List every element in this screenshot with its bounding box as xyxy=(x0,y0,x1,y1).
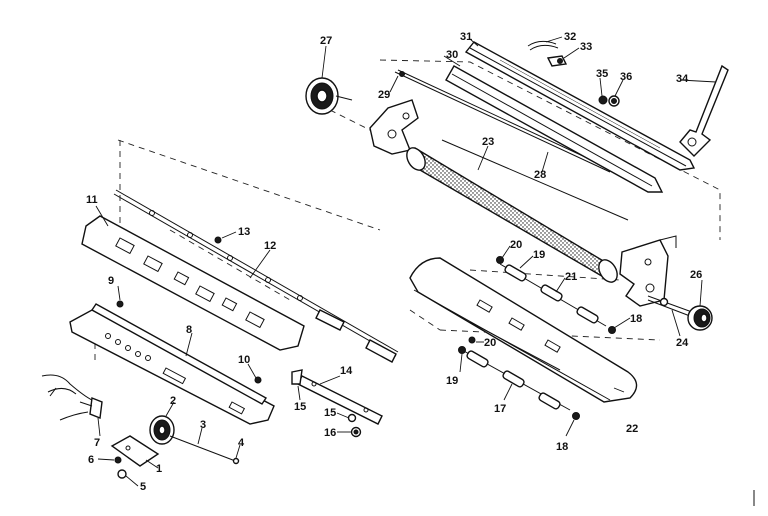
label-part-24: 24 xyxy=(676,337,689,349)
label-part-8: 8 xyxy=(186,324,192,336)
part-34-lever xyxy=(679,64,729,157)
label-part-13: 13 xyxy=(238,226,250,238)
label-part-3: 3 xyxy=(200,419,206,431)
part-30-lower-guide-rail xyxy=(445,65,664,193)
label-part-35: 35 xyxy=(596,68,608,80)
part-19-screw-lower xyxy=(458,346,466,354)
left-end-bracket xyxy=(369,99,419,155)
part-20-screw-upper xyxy=(496,256,504,264)
label-part-23: 23 xyxy=(482,136,494,148)
label-part-14: 14 xyxy=(340,365,353,377)
label-part-20-upper: 20 xyxy=(510,239,522,251)
label-part-2: 2 xyxy=(170,395,176,407)
part-18-screw-upper xyxy=(608,326,616,334)
part-13-screw xyxy=(214,236,222,244)
part-15-clip-left xyxy=(291,369,303,385)
part-36-washer xyxy=(608,95,620,107)
label-part-7: 7 xyxy=(94,437,100,449)
part-7-connector xyxy=(79,397,103,419)
label-part-22: 22 xyxy=(626,423,638,435)
part-35-nut xyxy=(598,95,608,105)
label-part-32: 32 xyxy=(564,31,576,43)
label-part-16: 16 xyxy=(324,427,336,439)
label-part-36: 36 xyxy=(620,71,632,83)
leader-lines xyxy=(95,36,717,487)
part-14-link-bar xyxy=(297,375,383,425)
label-part-17: 17 xyxy=(494,403,506,415)
part-32-spring xyxy=(527,40,559,51)
label-part-5: 5 xyxy=(140,481,146,493)
part-21-pinch-roller-shaft xyxy=(499,263,607,327)
fasteners-18-19-20 xyxy=(458,256,616,420)
part-10-screw xyxy=(254,376,262,384)
part-22-lower-trough xyxy=(409,257,638,403)
part-27-gear-drum xyxy=(305,77,353,115)
label-part-26: 26 xyxy=(690,269,702,281)
label-part-20-lower: 20 xyxy=(484,337,496,349)
label-part-10: 10 xyxy=(238,354,250,366)
label-part-6: 6 xyxy=(88,454,94,466)
wire-harness xyxy=(41,374,93,421)
part-23-roller xyxy=(406,147,618,283)
part-20-screw-lower xyxy=(468,336,476,344)
label-part-12: 12 xyxy=(264,240,276,252)
part-24-shaft xyxy=(647,295,693,317)
label-part-15-left: 15 xyxy=(294,401,306,413)
part-1-bracket xyxy=(110,435,160,467)
part-15-washer-right xyxy=(347,413,357,423)
label-part-33: 33 xyxy=(580,41,592,53)
label-part-19-lower: 19 xyxy=(446,375,458,387)
part-16-nut xyxy=(350,426,362,438)
part-12-mounting-plate xyxy=(81,215,305,351)
part-26-knob xyxy=(687,305,713,331)
label-part-9: 9 xyxy=(108,275,114,287)
label-part-31: 31 xyxy=(460,31,472,43)
label-part-18-upper: 18 xyxy=(630,313,642,325)
label-part-4: 4 xyxy=(238,437,245,449)
part-6-screw xyxy=(114,456,122,464)
part-3-cable xyxy=(169,435,240,465)
right-end-bracket xyxy=(619,235,677,307)
label-part-21: 21 xyxy=(565,271,577,283)
label-part-27: 27 xyxy=(320,35,332,47)
part-33-clip xyxy=(546,55,568,67)
part-18-screw-lower xyxy=(572,412,580,420)
part-28-shaft xyxy=(441,139,629,221)
part-9-screw xyxy=(116,300,124,308)
label-part-15-right: 15 xyxy=(324,407,336,419)
label-part-18-lower: 18 xyxy=(556,441,568,453)
label-part-29: 29 xyxy=(378,89,390,101)
label-part-11: 11 xyxy=(86,194,98,206)
part-2-pulley xyxy=(149,415,175,445)
label-part-34: 34 xyxy=(676,73,689,85)
part-31-upper-guide-rail xyxy=(464,41,696,171)
part-5-washer xyxy=(117,469,127,479)
label-part-19-upper: 19 xyxy=(533,249,545,261)
label-part-30: 30 xyxy=(446,49,458,61)
label-part-28: 28 xyxy=(534,169,546,181)
label-part-1: 1 xyxy=(156,463,162,475)
part-8-rail xyxy=(90,303,268,405)
part-17-pinch-roller-shaft xyxy=(461,349,571,411)
part-11-upper-shaft xyxy=(113,189,399,363)
part-labels: 11 12 13 8 9 10 14 15 15 16 2 3 4 1 5 6 … xyxy=(86,31,702,493)
